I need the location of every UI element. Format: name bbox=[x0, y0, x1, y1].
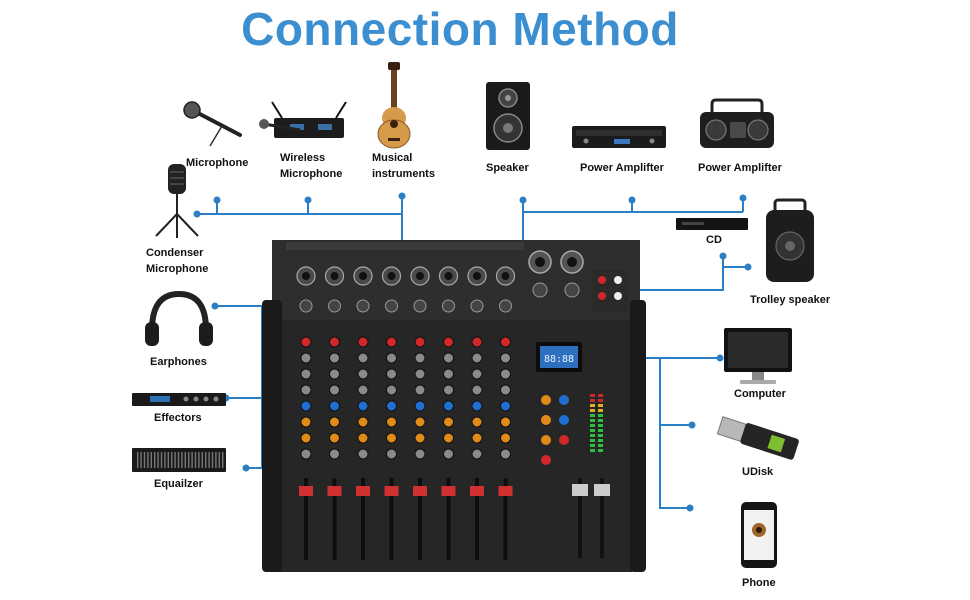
dot-wireless bbox=[304, 196, 312, 204]
xlr-input-5 bbox=[410, 266, 430, 286]
label-udisk: UDisk bbox=[742, 466, 774, 478]
channel-strip-6 bbox=[441, 336, 456, 560]
dot-trolley bbox=[744, 263, 752, 271]
label-condenser-line1: Condenser bbox=[146, 247, 204, 259]
cd-player-icon bbox=[676, 218, 748, 230]
dot-guitar bbox=[398, 192, 406, 200]
connector-dots bbox=[193, 192, 752, 512]
wireless-microphone-icon bbox=[259, 101, 347, 138]
power-amplifier-icon bbox=[572, 126, 666, 148]
jack-input-4 bbox=[385, 299, 398, 313]
mixer-display: 88:88 bbox=[536, 342, 582, 372]
boombox-icon bbox=[700, 98, 774, 148]
label-instruments-line1: Musical bbox=[372, 152, 413, 164]
usb-drive-icon bbox=[716, 416, 799, 460]
guitar-icon bbox=[377, 62, 411, 149]
jack-input-row bbox=[299, 299, 512, 313]
jack-input-7 bbox=[470, 299, 484, 313]
trolley-speaker-icon bbox=[766, 198, 814, 282]
main-output-jacks bbox=[528, 250, 584, 298]
phone-icon bbox=[741, 502, 777, 568]
label-wireless-line2: Microphone bbox=[280, 168, 343, 180]
label-condenser-microphone: Condenser Microphone bbox=[146, 245, 208, 277]
level-meter bbox=[590, 394, 603, 452]
dot-udisk bbox=[688, 421, 696, 429]
jack-input-5 bbox=[413, 299, 427, 313]
channel-strip-2 bbox=[327, 336, 342, 560]
channel-strip-3 bbox=[356, 336, 370, 560]
channel-strip-1 bbox=[299, 336, 313, 560]
jack-input-3 bbox=[356, 299, 370, 313]
monitor-icon bbox=[724, 328, 792, 384]
effector-rack-icon bbox=[132, 393, 226, 406]
mixer-console: 88:88 bbox=[262, 240, 646, 572]
channel-strip-7 bbox=[470, 336, 484, 560]
dot-amp2 bbox=[739, 194, 747, 202]
label-wireless-line1: Wireless bbox=[280, 152, 326, 164]
dot-earphones bbox=[211, 302, 219, 310]
jack-input-2 bbox=[328, 299, 341, 313]
xlr-input-1 bbox=[296, 266, 316, 286]
xlr-input-6 bbox=[438, 266, 459, 286]
xlr-input-8 bbox=[495, 266, 516, 286]
xlr-input-4 bbox=[381, 266, 402, 286]
headphones-icon bbox=[145, 290, 213, 346]
label-speaker: Speaker bbox=[486, 162, 529, 174]
condenser-microphone-icon bbox=[155, 164, 199, 238]
xlr-input-3 bbox=[353, 266, 373, 286]
rca-outputs bbox=[592, 270, 628, 312]
channel-strip-5 bbox=[413, 336, 427, 560]
jack-input-8 bbox=[499, 299, 512, 313]
label-instruments-line2: instruments bbox=[372, 168, 435, 180]
label-cd: CD bbox=[706, 234, 722, 246]
channel-strip-8 bbox=[498, 336, 513, 560]
label-phone: Phone bbox=[742, 577, 776, 589]
channel-strips bbox=[299, 336, 513, 560]
label-power-amplifier-1: Power Amplifter bbox=[580, 162, 664, 174]
label-musical-instruments: Musical instruments bbox=[372, 150, 435, 182]
display-readout: 88:88 bbox=[544, 354, 574, 365]
dot-speaker bbox=[519, 196, 527, 204]
jack-input-1 bbox=[299, 299, 313, 313]
speaker-icon bbox=[486, 82, 530, 150]
dot-amp1 bbox=[628, 196, 636, 204]
channel-strip-4 bbox=[384, 336, 399, 560]
dot-phone bbox=[686, 504, 694, 512]
label-microphone: Microphone bbox=[186, 157, 249, 169]
dot-equalizer bbox=[242, 464, 250, 472]
equalizer-rack-icon bbox=[132, 448, 226, 472]
dot-mic bbox=[213, 196, 221, 204]
label-power-amplifier-2: Power Amplifter bbox=[698, 162, 782, 174]
xlr-input-7 bbox=[467, 266, 487, 286]
label-earphones: Earphones bbox=[150, 356, 207, 368]
dot-computer bbox=[716, 354, 724, 362]
label-equalizer: Equailzer bbox=[154, 478, 203, 490]
dot-condenser bbox=[193, 210, 201, 218]
label-wireless-microphone: Wireless Microphone bbox=[280, 150, 342, 182]
master-knobs bbox=[541, 395, 569, 465]
microphone-icon bbox=[183, 101, 242, 147]
label-effectors: Effectors bbox=[154, 412, 202, 424]
page-title: Connection Method bbox=[241, 3, 679, 55]
dot-cd bbox=[719, 252, 727, 260]
xlr-input-row bbox=[296, 266, 516, 286]
master-faders bbox=[572, 478, 610, 558]
jack-input-6 bbox=[442, 299, 455, 313]
xlr-input-2 bbox=[324, 266, 345, 286]
label-computer: Computer bbox=[734, 388, 786, 400]
label-trolley-speaker: Trolley speaker bbox=[750, 294, 831, 306]
label-condenser-line2: Microphone bbox=[146, 263, 209, 275]
